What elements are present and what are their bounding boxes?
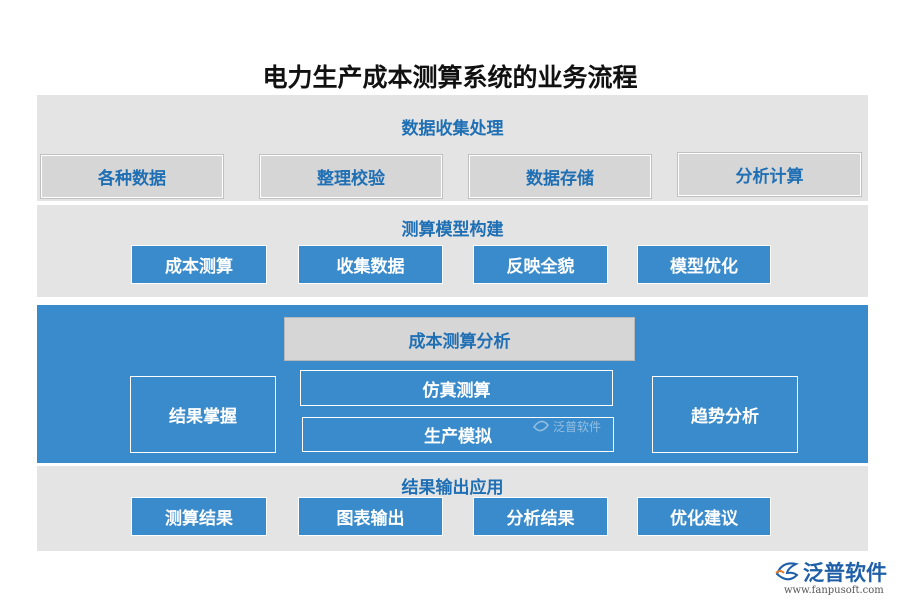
- step-box: 成本测算: [131, 245, 267, 284]
- step-box: 各种数据: [41, 155, 223, 198]
- step-box: 分析结果: [473, 497, 608, 536]
- step-box: 优化建议: [637, 497, 771, 536]
- step-box: 图表输出: [298, 497, 443, 536]
- watermark-logo-icon: [532, 420, 550, 431]
- analysis-header-box: 成本测算分析: [284, 317, 635, 361]
- step-box: 收集数据: [298, 245, 443, 284]
- brand-logo: 泛普软件: [774, 557, 887, 587]
- production-sim-box: 生产模拟: [302, 417, 614, 452]
- trend-analysis-box: 趋势分析: [652, 376, 798, 453]
- step-box: 反映全貌: [473, 245, 608, 284]
- simulation-calc-box: 仿真测算: [300, 370, 613, 406]
- section-title-model-building: 测算模型构建: [401, 220, 504, 240]
- logo-text: 泛普软件: [803, 561, 887, 585]
- result-mastery-box: 结果掌握: [130, 376, 276, 453]
- fanpu-logo-icon: [775, 562, 799, 581]
- section-title-result-output: 结果输出应用: [401, 478, 504, 498]
- step-box: 模型优化: [637, 245, 771, 284]
- page-title: 电力生产成本测算系统的业务流程: [262, 63, 638, 92]
- step-box: 数据存储: [469, 155, 651, 198]
- step-box: 分析计算: [678, 153, 861, 196]
- logo-url: www.fanpusoft.com: [784, 585, 884, 596]
- watermark-text: 泛普软件: [553, 420, 602, 434]
- step-box: 整理校验: [260, 155, 442, 198]
- section-title-data-collection: 数据收集处理: [401, 119, 504, 139]
- step-box: 测算结果: [131, 497, 267, 536]
- watermark: 泛普软件: [532, 418, 601, 435]
